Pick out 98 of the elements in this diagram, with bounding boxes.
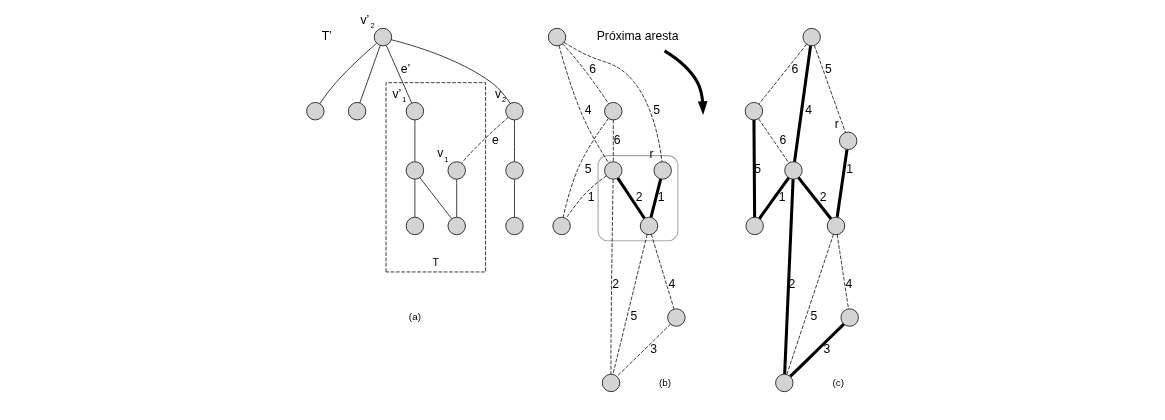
node-label: v’$_{1}$ (392, 86, 407, 105)
edge-label: 6 (791, 61, 799, 76)
label: T’ (321, 28, 332, 43)
edge-label: 6 (779, 132, 787, 147)
edge-label: 6 (589, 61, 597, 76)
connector (789, 323, 845, 378)
connector (793, 45, 813, 162)
node-circle (405, 216, 424, 236)
edge-label: 4 (845, 276, 853, 291)
node-circle (840, 308, 859, 327)
edge-label: 4 (584, 103, 592, 118)
connector (514, 119, 515, 162)
connector (414, 119, 416, 162)
edge-label: 3 (650, 342, 657, 357)
edge-label: 1 (778, 190, 786, 205)
edge-label: 2 (635, 190, 643, 205)
node-label: v’$_{2}$ (360, 12, 375, 31)
connector (835, 149, 849, 218)
edge-label: 4 (805, 103, 813, 118)
node-circle (405, 161, 424, 180)
connector (758, 43, 807, 105)
node-circle (405, 102, 424, 121)
node-circle (604, 102, 623, 121)
connector (610, 179, 614, 375)
connector (562, 43, 609, 104)
label: (a) (408, 311, 421, 323)
connector (616, 323, 671, 377)
connector (797, 176, 833, 220)
edge-label: 1 (587, 190, 595, 205)
connector (758, 118, 790, 164)
edge-label: 2 (612, 276, 619, 291)
node-circle (447, 161, 466, 180)
node-circle (306, 102, 325, 121)
node-circle (505, 102, 524, 121)
node-circle (505, 161, 524, 180)
connector (461, 117, 509, 164)
connector (385, 45, 412, 104)
connector (456, 179, 458, 218)
node-circle (547, 27, 567, 47)
connector (414, 179, 416, 218)
label: (b) (658, 376, 672, 388)
edge-label: 3 (823, 342, 831, 357)
edge-label: 1 (657, 190, 665, 205)
edge-label: 5 (653, 103, 660, 118)
connector (836, 234, 849, 310)
connector (612, 234, 648, 375)
edge-label: e’ (400, 61, 411, 76)
node-circle (775, 373, 794, 393)
connector (758, 176, 790, 220)
node-label: v$_{2}$ (495, 86, 507, 105)
connector (814, 45, 846, 133)
connector (558, 45, 610, 164)
connector (752, 120, 757, 218)
connector (565, 175, 607, 219)
connector (612, 119, 614, 162)
connector (650, 234, 675, 310)
node-circle (505, 216, 524, 236)
node-circle (348, 102, 367, 121)
connector (319, 42, 377, 104)
node-circle (447, 216, 466, 236)
edge-label: 5 (825, 61, 832, 76)
connector (563, 42, 663, 163)
connector (359, 45, 381, 104)
label: (c) (832, 376, 845, 388)
connector (649, 178, 663, 218)
connector (419, 177, 452, 219)
connector (514, 179, 515, 218)
edge-label: e (492, 132, 499, 147)
connector (783, 179, 795, 375)
arrow (663, 49, 708, 115)
edge-label: 6 (613, 132, 621, 147)
connector (390, 39, 511, 104)
node-label: v$_{1}$ (437, 146, 449, 164)
connector (616, 177, 646, 220)
node-circle (601, 373, 621, 393)
node-label: r (649, 146, 654, 161)
node-circle (826, 216, 846, 236)
node-circle (802, 27, 821, 47)
edge-label: 1 (846, 162, 854, 177)
edge-label: 5 (810, 309, 818, 324)
node-circle (745, 216, 764, 236)
node-circle (839, 131, 858, 150)
edge-label: 5 (584, 162, 592, 177)
edge-label: 2 (819, 190, 827, 205)
node-circle (667, 308, 686, 327)
node-circle (552, 216, 571, 236)
node-text: Próxima aresta (596, 28, 679, 43)
node-circle (653, 161, 672, 180)
connector (786, 234, 834, 375)
node-label: r (834, 117, 839, 132)
edge-label: 4 (668, 276, 676, 291)
edge-label: 5 (630, 309, 638, 324)
node-circle (744, 102, 763, 121)
node-circle (373, 27, 393, 47)
connector (562, 118, 609, 218)
node-circle (639, 216, 659, 236)
node-circle (604, 161, 623, 180)
node-circle (784, 161, 803, 180)
